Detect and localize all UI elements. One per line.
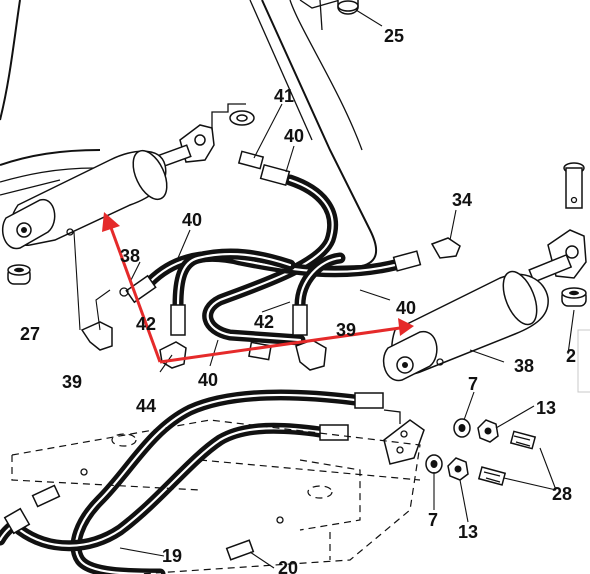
red-arrowhead-left [102,212,120,232]
callout-13-lower: 13 [458,522,478,542]
callout-40-right: 40 [396,298,416,318]
red-arrow-to-right-cylinder [159,326,401,364]
callout-28: 28 [552,484,572,504]
washer-41 [211,103,255,130]
hose-40-top [202,174,339,346]
pin-right-top [563,162,585,209]
hose-40-vertical [172,248,296,311]
callout-20: 20 [278,558,298,574]
callout-40-bottom-left: 40 [198,370,218,390]
red-arrowhead-right [398,318,414,336]
nut-13-lower [447,457,469,481]
fitting-28-lower [477,466,507,486]
bracket-plate [383,419,425,465]
callout-38-right: 38 [514,356,534,376]
washer-7-lower [425,454,443,474]
callout-25: 25 [384,26,404,46]
hose-19-long [70,389,361,574]
nut-13-upper [477,419,499,443]
leader-lines [73,9,575,569]
bushing-27 [7,264,31,285]
callout-42-left: 42 [136,314,156,334]
callout-39-right: 39 [336,320,356,340]
left-hydraulic-cylinder [1,124,215,250]
right-edge-panel [577,329,590,393]
fitting-28-upper [509,430,537,450]
callout-39-left: 39 [62,372,82,392]
red-arrow-to-left-cylinder [108,224,162,363]
annotation-arrows [102,212,414,364]
part-callouts: 25 41 40 34 40 38 42 27 39 44 40 42 39 4… [20,26,576,574]
fasteners [7,0,587,486]
callout-2: 2 [566,346,576,366]
callout-42-right: 42 [254,312,274,332]
hydraulic-hoses [0,174,401,574]
callout-40-top: 40 [284,126,304,146]
callout-41: 41 [274,86,294,106]
right-hydraulic-cylinder [382,229,587,382]
callout-19: 19 [162,546,182,566]
callout-13-upper: 13 [536,398,556,418]
callout-38-left: 38 [120,246,140,266]
washer-7-upper [453,418,471,438]
callout-27: 27 [20,324,40,344]
callout-7-upper: 7 [468,374,478,394]
hose-19-lower [14,422,326,552]
callout-44: 44 [136,396,156,416]
hose-42-right [294,252,346,311]
base-plate-hidden [11,419,421,574]
bushing-2 [561,287,587,307]
callout-7-lower: 7 [428,510,438,530]
pin-25 [337,0,359,15]
callout-34: 34 [452,190,472,210]
callout-40-upper-left: 40 [182,210,202,230]
